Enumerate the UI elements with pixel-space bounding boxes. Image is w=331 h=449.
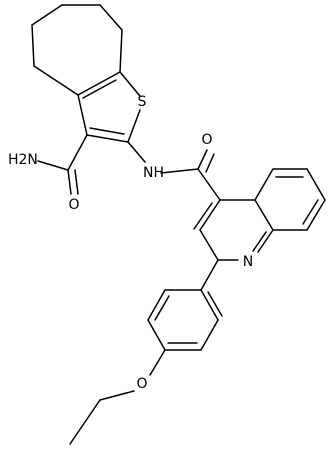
sulfur-label: S — [138, 94, 147, 110]
primary-amide-group — [37, 134, 88, 195]
quinoline-nitrogen-label: N — [243, 254, 253, 270]
phenyl-ring — [147, 259, 223, 351]
amide-nh-label: NH — [143, 165, 164, 181]
quinoline-benzo-ring — [254, 168, 326, 231]
amide-oxygen-label-left: O — [68, 197, 79, 213]
amide-nh2-label: H2N — [8, 152, 38, 168]
ethoxy-group — [69, 349, 166, 445]
ether-oxygen-label: O — [136, 376, 147, 392]
amide-linker — [127, 141, 221, 201]
amide-oxygen-label-right: O — [201, 132, 212, 148]
quinoline-pyridine-ring — [193, 199, 274, 261]
thiophene-ring — [77, 71, 141, 143]
cycloheptane-ring — [31, 4, 123, 96]
